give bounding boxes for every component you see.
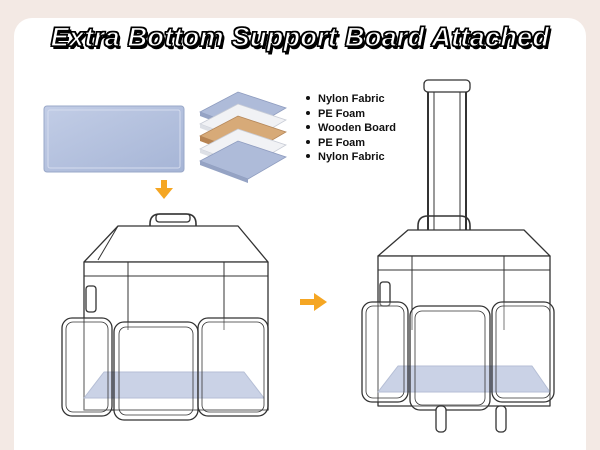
bullet-icon xyxy=(306,110,310,115)
arrow-down-icon xyxy=(155,180,173,199)
layers-exploded-icon xyxy=(199,91,287,183)
legend-item: Nylon Fabric xyxy=(306,92,396,107)
bullet-icon xyxy=(306,154,310,159)
legend-item: Nylon Fabric xyxy=(306,150,396,165)
bag-with-trolley xyxy=(361,79,555,433)
support-board-image xyxy=(43,105,185,173)
bag-without-trolley xyxy=(61,213,269,421)
bullet-icon xyxy=(306,96,310,101)
bullet-icon xyxy=(306,125,310,130)
arrow-right-icon xyxy=(300,293,327,311)
page-title: Extra Bottom Support Board Attached xyxy=(50,21,550,52)
layer-legend: Nylon Fabric PE Foam Wooden Board PE Foa… xyxy=(306,92,396,165)
legend-item: PE Foam xyxy=(306,107,396,122)
legend-item: PE Foam xyxy=(306,136,396,151)
bullet-icon xyxy=(306,139,310,144)
legend-item: Wooden Board xyxy=(306,121,396,136)
